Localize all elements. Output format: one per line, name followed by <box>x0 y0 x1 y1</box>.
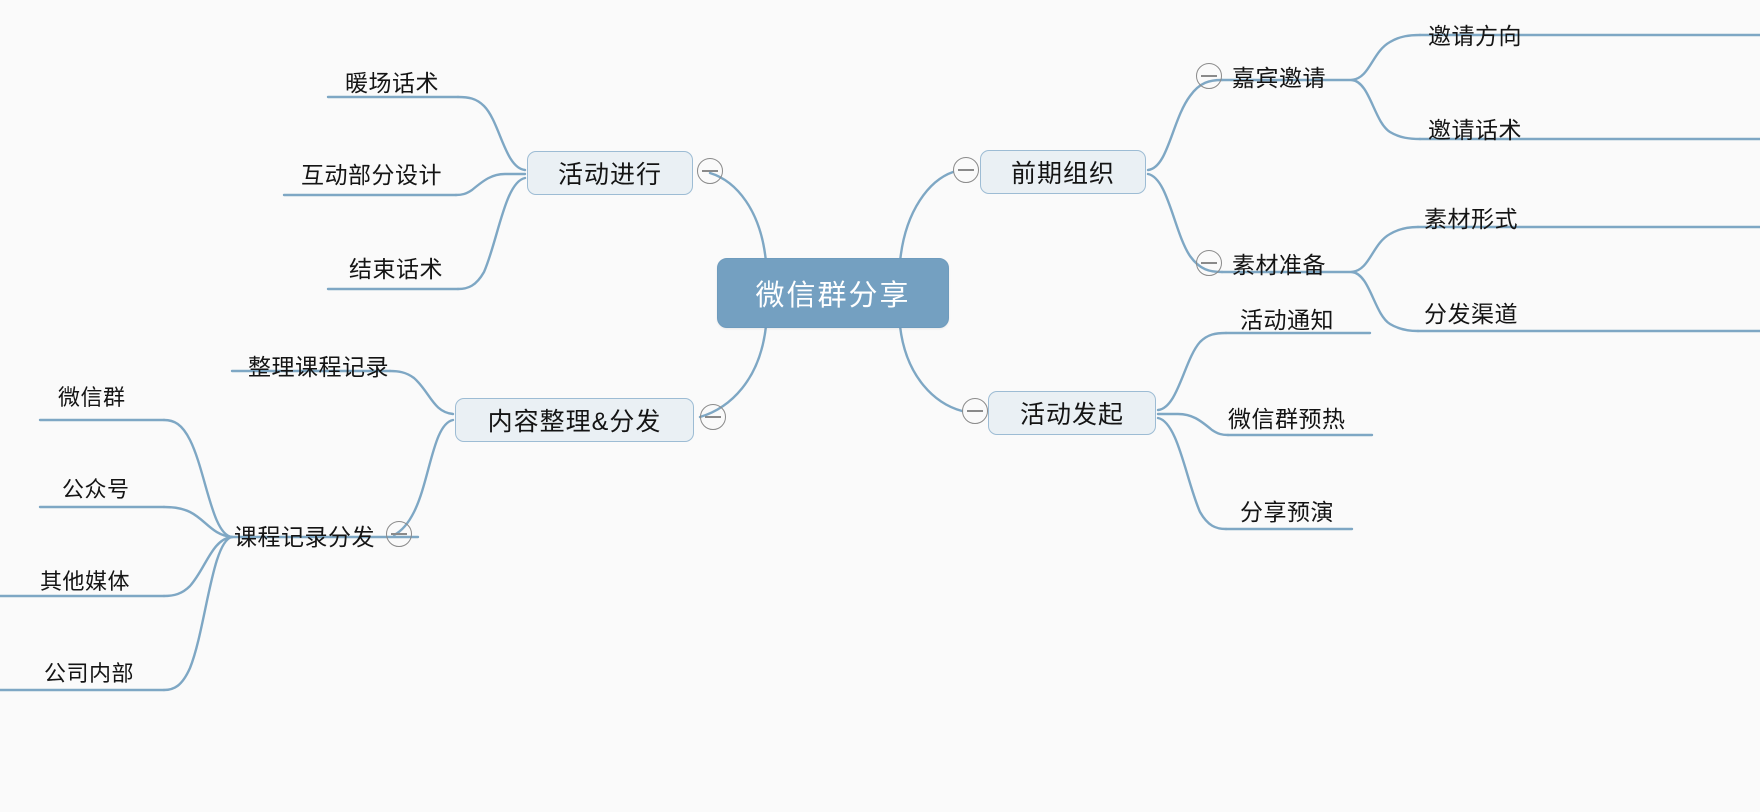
leaf-node-label: 活动通知 <box>1240 307 1334 333</box>
leaf-node-yaoqing-huashu[interactable]: 邀请话术 <box>1428 110 1522 146</box>
root-node-label: 微信群分享 <box>755 280 911 312</box>
node-zhengli-kecheng-jilu[interactable]: 整理课程记录 <box>248 347 389 383</box>
toggle-jiabin-yaoqing[interactable] <box>1196 63 1222 89</box>
leaf-node-label: 邀请话术 <box>1428 117 1522 143</box>
node-label: 课程记录分发 <box>234 524 375 550</box>
node-label: 素材准备 <box>1232 252 1326 278</box>
leaf-node-label: 公众号 <box>62 477 130 502</box>
leaf-node-gongsi-neibu[interactable]: 公司内部 <box>44 655 134 689</box>
node-sucai-zhunbei[interactable]: 素材准备 <box>1232 245 1326 281</box>
leaf-node-label: 互动部分设计 <box>301 162 442 188</box>
branch-node-huodong-faqi[interactable]: 活动发起 <box>988 391 1156 435</box>
root-node[interactable]: 微信群分享 <box>717 258 949 328</box>
branch-node-label: 活动进行 <box>557 161 662 189</box>
leaf-node-huodong-tongzhi[interactable]: 活动通知 <box>1240 300 1334 336</box>
branch-node-huodong-jinxing[interactable]: 活动进行 <box>527 151 693 195</box>
branch-node-qianqi-zuzhi[interactable]: 前期组织 <box>980 150 1146 194</box>
toggle-qianqi-zuzhi[interactable] <box>953 157 979 183</box>
branch-node-label: 内容整理&分发 <box>487 408 662 436</box>
leaf-node-label: 其他媒体 <box>40 569 131 594</box>
toggle-huodong-jinxing[interactable] <box>697 158 723 184</box>
leaf-node-label: 微信群 <box>58 385 126 410</box>
toggle-sucai-zhunbei[interactable] <box>1196 250 1222 276</box>
leaf-node-weixinqun[interactable]: 微信群 <box>58 379 126 413</box>
leaf-node-sucai-xingshi[interactable]: 素材形式 <box>1424 199 1518 235</box>
leaf-node-yaoqing-fangxiang[interactable]: 邀请方向 <box>1428 16 1522 52</box>
leaf-node-fenxiang-yuyan[interactable]: 分享预演 <box>1240 492 1334 528</box>
node-kecheng-jilu-fenfa[interactable]: 课程记录分发 <box>234 517 375 553</box>
leaf-node-label: 暖场话术 <box>345 70 439 96</box>
leaf-node-label: 结束话术 <box>349 256 443 282</box>
leaf-node-jieshu-huashu[interactable]: 结束话术 <box>349 249 443 285</box>
toggle-neirong-zhengli-fenfa[interactable] <box>700 404 726 430</box>
leaf-node-weixinqun-yure[interactable]: 微信群预热 <box>1228 399 1346 435</box>
toggle-kecheng-jilu-fenfa[interactable] <box>386 521 412 547</box>
node-label: 整理课程记录 <box>248 354 389 380</box>
leaf-node-label: 微信群预热 <box>1228 406 1346 432</box>
leaf-node-fenfa-qudao[interactable]: 分发渠道 <box>1424 294 1518 330</box>
leaf-node-label: 邀请方向 <box>1428 23 1522 49</box>
leaf-node-label: 分享预演 <box>1240 499 1334 525</box>
leaf-node-hudong-bufen-sheji[interactable]: 互动部分设计 <box>301 155 442 191</box>
branch-node-neirong-zhengli-fenfa[interactable]: 内容整理&分发 <box>455 398 694 442</box>
leaf-node-label: 分发渠道 <box>1424 301 1518 327</box>
node-jiabin-yaoqing[interactable]: 嘉宾邀请 <box>1232 58 1326 94</box>
leaf-node-label: 公司内部 <box>44 661 135 686</box>
branch-node-label: 活动发起 <box>1019 401 1124 429</box>
leaf-node-label: 素材形式 <box>1424 206 1518 232</box>
leaf-node-gongzhonghao[interactable]: 公众号 <box>62 471 130 505</box>
toggle-huodong-faqi[interactable] <box>962 398 988 424</box>
node-label: 嘉宾邀请 <box>1232 65 1326 91</box>
leaf-node-nuanchang-huashu[interactable]: 暖场话术 <box>345 63 439 99</box>
branch-node-label: 前期组织 <box>1010 160 1115 188</box>
leaf-node-qita-meiti[interactable]: 其他媒体 <box>40 563 130 597</box>
